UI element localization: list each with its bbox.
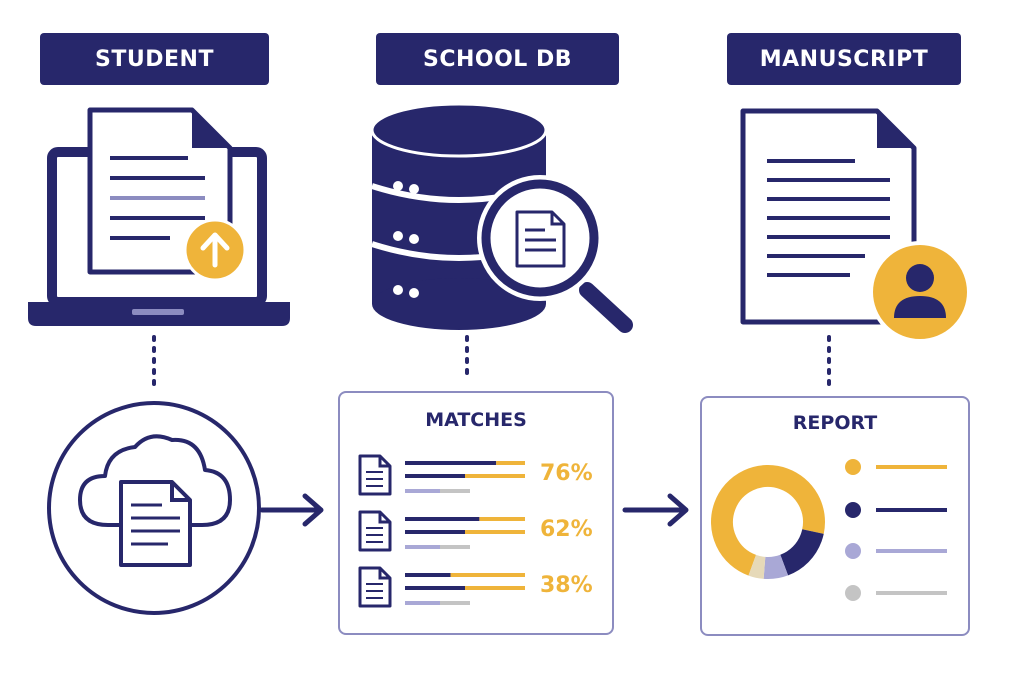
manuscript-document-icon (740, 108, 917, 325)
document-icon (87, 107, 233, 275)
laptop-icon (28, 147, 290, 326)
match-percent-1: 76% (540, 461, 593, 486)
school-db-label-text: SCHOOL DB (422, 46, 572, 72)
school-db-label: SCHOOL DB (376, 33, 619, 85)
upload-arrow-icon (183, 218, 247, 282)
student-label: STUDENT (40, 33, 269, 85)
matches-title: MATCHES (425, 409, 527, 431)
user-avatar-icon (869, 241, 971, 343)
matches-panel: MATCHES (338, 391, 614, 635)
cloud-document (119, 480, 192, 567)
cloud-icon (78, 434, 232, 527)
magnifier-icon (477, 175, 633, 333)
match-percent-2: 62% (540, 517, 593, 542)
match-percent-3: 38% (540, 573, 593, 598)
manuscript-label: MANUSCRIPT (727, 33, 961, 85)
arrow-right-icon (259, 493, 324, 527)
student-label-text: STUDENT (95, 46, 214, 72)
report-title: REPORT (792, 412, 878, 434)
arrow-right-icon (622, 493, 689, 527)
report-panel: REPORT (700, 396, 970, 636)
manuscript-label-text: MANUSCRIPT (759, 46, 929, 72)
database-icon (370, 102, 548, 330)
